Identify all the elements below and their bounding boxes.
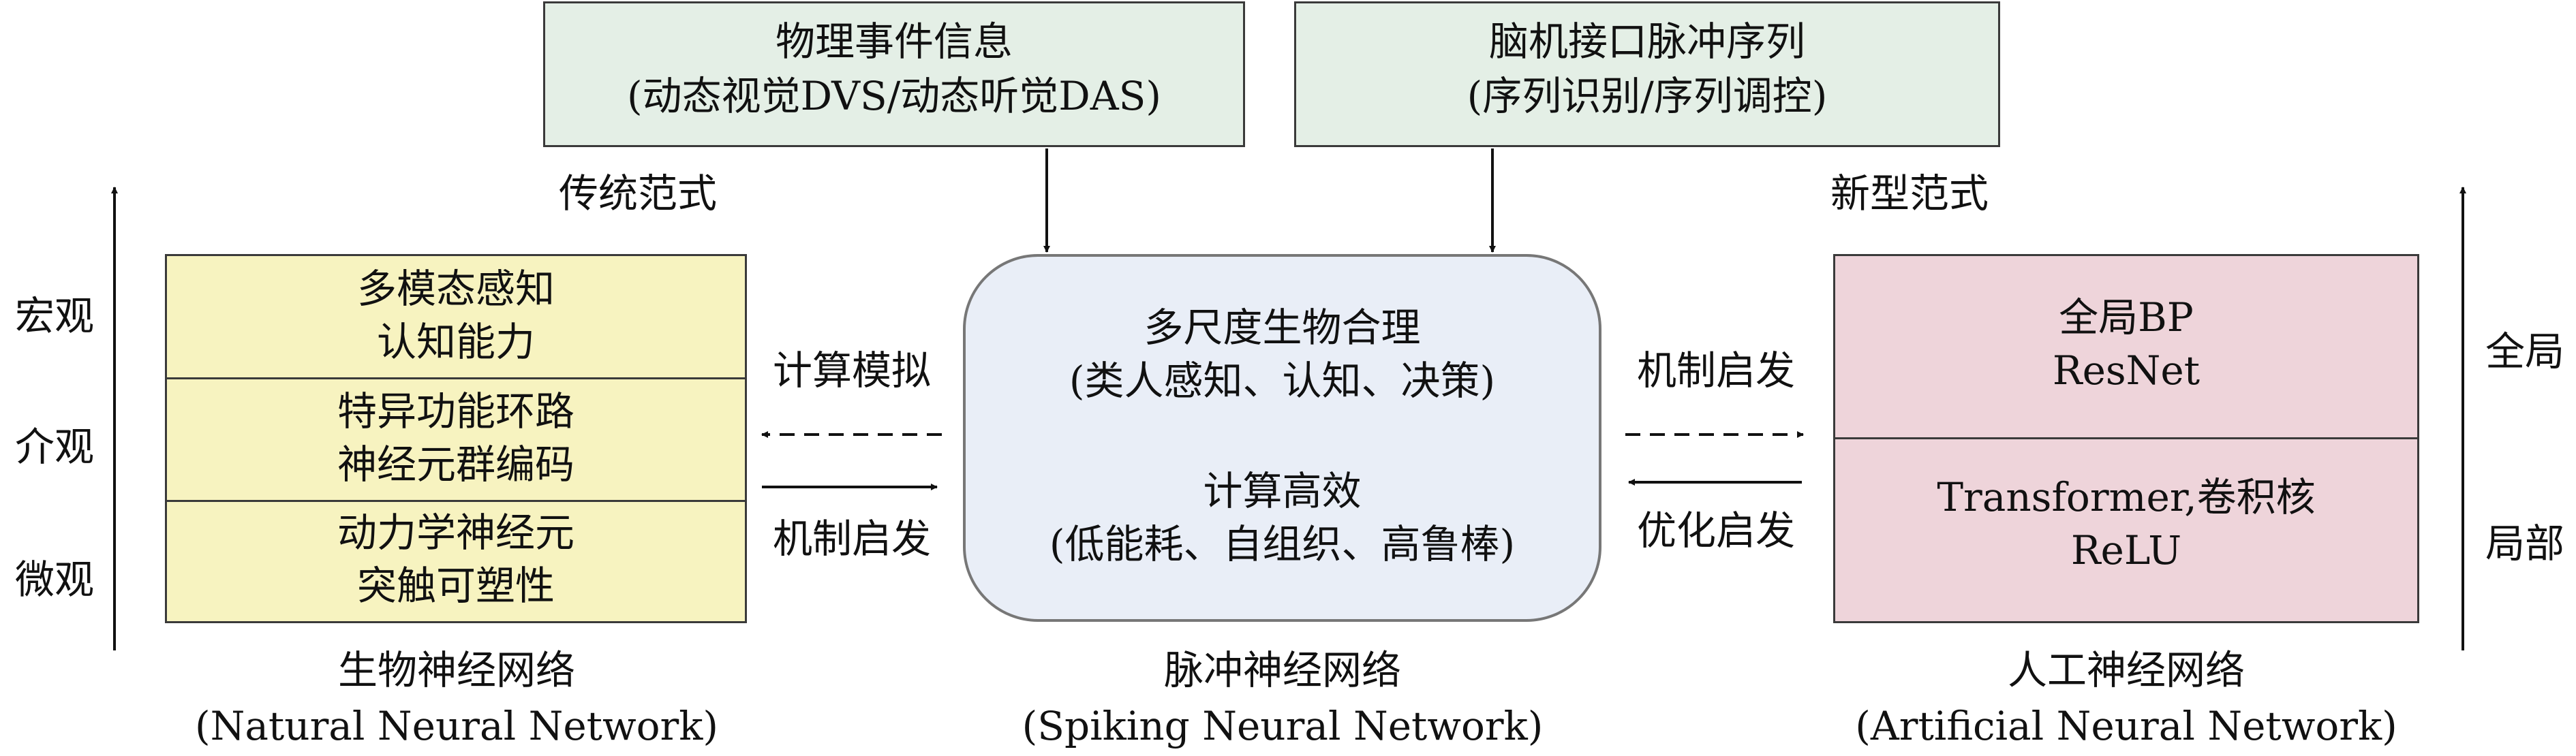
bnn-multimodal: 多模态感知 (356, 266, 555, 312)
caption-ann-en: (Artificial Neural Network) (1855, 703, 2397, 749)
ann-box: 全局BP ResNet Transformer,卷积核 ReLU (1833, 254, 2419, 623)
scale-macro: 宏观 (14, 293, 94, 339)
snn-bio-plausible: 多尺度生物合理 (1144, 304, 1421, 351)
bnn-cognition: 认知能力 (376, 319, 535, 365)
caption-ann-cn: 人工神经网络 (2007, 647, 2245, 693)
ann-relu: ReLU (2070, 527, 2182, 573)
bci-spike-box: 脑机接口脉冲序列 (序列识别/序列调控) (1294, 1, 2000, 147)
snn-efficient-detail: (低能耗、自组织、高鲁棒) (1049, 521, 1516, 567)
caption-bnn-en: (Natural Neural Network) (194, 703, 719, 749)
dvs-das-subtitle: (动态视觉DVS/动态听觉DAS) (626, 73, 1162, 119)
caption-bnn-cn: 生物神经网络 (337, 647, 575, 693)
ann-global-bp: 全局BP (2059, 294, 2194, 341)
caption-snn-en: (Spiking Neural Network) (1022, 703, 1544, 749)
label-optimization: 优化启发 (1636, 507, 1795, 554)
scale-local: 局部 (2485, 520, 2564, 567)
bci-spike-title: 脑机接口脉冲序列 (1488, 18, 1805, 65)
bnn-population-coding: 神经元群编码 (337, 441, 574, 488)
label-mechanism-left: 机制启发 (772, 516, 931, 562)
snn-bio-detail: (类人感知、认知、决策) (1069, 358, 1496, 404)
scale-micro: 微观 (14, 556, 94, 603)
bci-spike-subtitle: (序列识别/序列调控) (1467, 73, 1828, 119)
bnn-plasticity: 突触可塑性 (356, 563, 555, 609)
bnn-box: 多模态感知 认知能力 特异功能环路 神经元群编码 动力学神经元 突触可塑性 (165, 254, 747, 623)
label-compute-simulate: 计算模拟 (772, 347, 931, 394)
bnn-circuit: 特异功能环路 (337, 388, 574, 435)
scale-meso: 介观 (14, 424, 94, 470)
bnn-dynamic-neuron: 动力学神经元 (337, 509, 574, 556)
bnn-divider-1 (167, 377, 745, 379)
paradigm-new: 新型范式 (1830, 170, 1989, 217)
ann-transformer: Transformer,卷积核 (1937, 474, 2316, 520)
label-mechanism-right: 机制启发 (1636, 347, 1795, 394)
paradigm-traditional: 传统范式 (558, 170, 717, 217)
ann-divider (1835, 437, 2417, 439)
dvs-das-box: 物理事件信息 (动态视觉DVS/动态听觉DAS) (543, 1, 1245, 147)
dvs-das-title: 物理事件信息 (775, 18, 1013, 65)
snn-box: 多尺度生物合理 (类人感知、认知、决策) 计算高效 (低能耗、自组织、高鲁棒) (963, 254, 1601, 622)
bnn-divider-2 (167, 500, 745, 502)
ann-resnet: ResNet (2052, 347, 2201, 394)
caption-snn-cn: 脉冲神经网络 (1163, 647, 1401, 693)
scale-global: 全局 (2485, 328, 2564, 375)
snn-efficient: 计算高效 (1203, 468, 1362, 514)
